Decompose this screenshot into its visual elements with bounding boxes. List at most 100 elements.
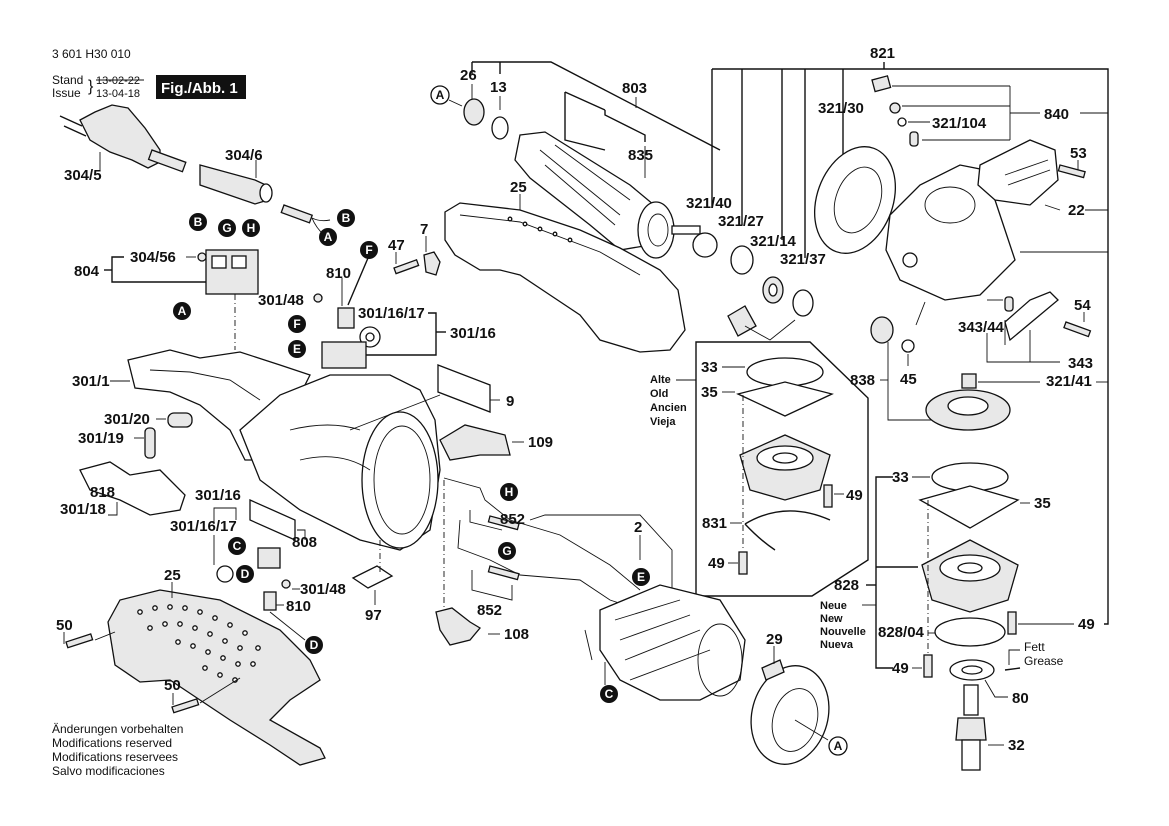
- gasket-35-shape: [736, 381, 834, 417]
- spindle-lock-group: 343/44 343 54 321/41 45 838: [850, 291, 1108, 431]
- svg-text:F: F: [293, 317, 300, 331]
- part-label-35-old: 35: [701, 384, 718, 401]
- old-group-label: Old: [650, 388, 668, 400]
- svg-text:D: D: [310, 638, 319, 652]
- screw-shape: [923, 654, 933, 678]
- old-group-label: Ancien: [650, 402, 687, 414]
- armature-shape: [514, 131, 661, 251]
- modifications-note: Änderungen vorbehalten Modifications res…: [52, 722, 183, 778]
- connector-badge-a: A: [430, 85, 450, 105]
- new-group-label: Neue: [820, 600, 847, 612]
- part-label-321-27: 321/27: [718, 213, 764, 230]
- connector-badge-f: F: [288, 315, 306, 333]
- part-label-301-18: 301/18: [60, 501, 106, 518]
- spring-shape: [144, 427, 156, 459]
- part-label-840: 840: [1044, 106, 1069, 123]
- part-label-803: 803: [622, 80, 647, 97]
- part-label-35-new: 35: [1034, 495, 1051, 512]
- part-label-818: 818: [90, 484, 115, 501]
- bearing-13-shape: [491, 116, 509, 140]
- connector-badge-c: C: [228, 537, 246, 555]
- svg-text:H: H: [247, 221, 256, 235]
- part-label-29: 29: [766, 631, 783, 648]
- part-label-343-44: 343/44: [958, 319, 1005, 336]
- part-label-54: 54: [1074, 297, 1091, 314]
- new-group-label: New: [820, 613, 843, 625]
- plug-shape: [79, 104, 161, 169]
- svg-text:A: A: [178, 304, 187, 318]
- gasket-35-new-shape: [918, 485, 1020, 529]
- svg-text:E: E: [293, 342, 301, 356]
- new-group-label: Nueva: [820, 639, 854, 651]
- part-label-80: 80: [1012, 690, 1029, 707]
- cover-22-shape: [977, 139, 1059, 206]
- part-label-301-16-upper: 301/16: [450, 325, 496, 342]
- svg-text:G: G: [502, 544, 511, 558]
- part-label-301-16-17-lower: 301/16/17: [170, 518, 237, 535]
- note-line: Salvo modificaciones: [52, 764, 165, 778]
- part-label-321-14: 321/14: [750, 233, 797, 250]
- part-label-835: 835: [628, 147, 653, 164]
- figure-label: Fig./Abb. 1: [161, 80, 238, 97]
- part-label-33-new: 33: [892, 469, 909, 486]
- lock-lever-shape: [1004, 291, 1059, 342]
- brush-shape: [337, 307, 355, 329]
- air-guide-shape: [439, 424, 511, 461]
- svg-text:B: B: [194, 215, 203, 229]
- part-label-53: 53: [1070, 145, 1087, 162]
- ring-shape: [730, 245, 754, 275]
- brush-holder-lower-shape: [257, 547, 281, 569]
- screw-shape: [1007, 611, 1017, 635]
- part-label-301-48-lower: 301/48: [300, 581, 346, 598]
- spindle-shape: [963, 684, 979, 716]
- connector-badge-b: B: [189, 213, 207, 231]
- part-label-301-48-upper: 301/48: [258, 292, 304, 309]
- part-label-831: 831: [702, 515, 727, 532]
- grease-label: Fett: [1024, 640, 1045, 654]
- connector-badge-a: A: [828, 736, 848, 756]
- screw-shape: [1063, 321, 1092, 338]
- brush-holder-upper-group: 301/48 810 301/16/17 301/16: [258, 257, 496, 369]
- o-ring-828-04-shape: [934, 617, 1006, 647]
- stand-date: 13-02-22: [96, 75, 140, 87]
- switch-lever-shape: [79, 461, 186, 516]
- motor-housing-group: 9 109 808 97: [239, 364, 553, 624]
- svg-text:B: B: [342, 211, 351, 225]
- part-label-821: 821: [870, 45, 895, 62]
- issue-date: 13-04-18: [96, 88, 140, 100]
- part-label-9: 9: [506, 393, 514, 410]
- connector-badge-e: E: [288, 340, 306, 358]
- connector-badge-f: F: [360, 241, 378, 259]
- shaft-seal-shape: [792, 289, 814, 317]
- spring-shape: [1004, 296, 1014, 312]
- connector-badge-d: D: [236, 565, 254, 583]
- lock-button-shape: [871, 75, 892, 93]
- part-label-25-upper: 25: [510, 179, 527, 196]
- figure-label-box: [156, 75, 246, 99]
- bearing-26-shape: [463, 98, 485, 126]
- bearing-flange-shape: [813, 146, 897, 254]
- spring-shape: [167, 412, 193, 428]
- armature-group: 26 13 A 803 835: [430, 61, 721, 259]
- screw-shape: [738, 551, 748, 575]
- part-label-22: 22: [1068, 202, 1085, 219]
- gear-head-housing-shape: [885, 164, 1016, 301]
- svg-text:F: F: [365, 243, 372, 257]
- old-group-label: Alte: [650, 374, 671, 386]
- part-label-810-lower: 810: [286, 598, 311, 615]
- part-label-49-old-left: 49: [708, 555, 725, 572]
- part-label-47: 47: [388, 237, 405, 254]
- cord-stub: [147, 149, 187, 173]
- part-label-108: 108: [504, 626, 529, 643]
- clip-7-shape: [423, 251, 441, 276]
- connector-badge-a: A: [319, 228, 337, 246]
- grease-icon: [1004, 667, 1021, 671]
- part-label-49-new-right: 49: [1078, 616, 1095, 633]
- grease-label: Grease: [1024, 654, 1064, 668]
- part-label-321-41: 321/41: [1046, 373, 1092, 390]
- part-label-852-upper: 852: [500, 511, 525, 528]
- part-label-301-16-lower: 301/16: [195, 487, 241, 504]
- new-group-label: Nouvelle: [820, 626, 866, 638]
- part-label-45: 45: [900, 371, 917, 388]
